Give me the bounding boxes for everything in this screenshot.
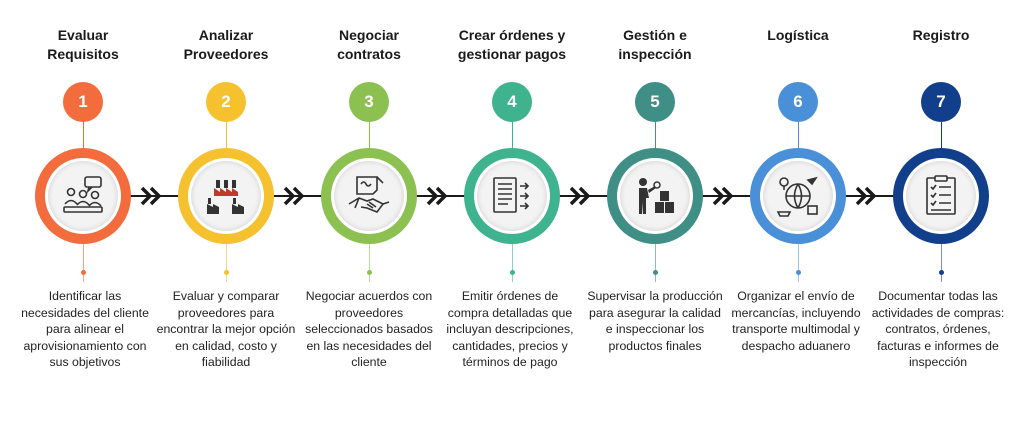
step-icon-ring [464, 148, 560, 244]
chevron-right-icon [855, 186, 877, 206]
step-icon-ring [607, 148, 703, 244]
step-number-badge: 3 [349, 82, 389, 122]
inspector-boxes-icon [639, 178, 674, 214]
chevron-right-icon [569, 186, 591, 206]
step-title: Gestión e inspección [618, 27, 692, 62]
step-icon-ring [321, 148, 417, 244]
step-title: Logística [767, 27, 829, 43]
step-description: Supervisar la producción para asegurar l… [587, 289, 723, 353]
chevron-right-icon [283, 186, 305, 206]
step-title: Registro [912, 27, 970, 43]
step-number-badge: 5 [635, 82, 675, 122]
step-description: Identificar las necesidades del cliente … [21, 289, 149, 369]
step-number-badge: 7 [921, 82, 961, 122]
step-description: Emitir órdenes de compra detalladas que … [446, 289, 574, 369]
step-title: Crear órdenes y gestionar pagos [457, 27, 567, 62]
step-title: Analizar Proveedores [183, 27, 269, 62]
step-icon-ring [35, 148, 131, 244]
factory-icon [207, 180, 244, 214]
step-description: Evaluar y comparar proveedores para enco… [156, 289, 296, 369]
step-description: Documentar todas las actividades de comp… [871, 289, 1005, 369]
globe-logistics-icon [776, 176, 818, 217]
step-description: Organizar el envío de mercancías, incluy… [731, 289, 861, 353]
chevron-right-icon [426, 186, 448, 206]
purchase-order-icon [493, 177, 530, 213]
step-title: Negociar contratos [337, 27, 401, 62]
chevron-right-icon [712, 186, 734, 206]
chevron-right-icon [140, 186, 162, 206]
step-number-badge: 2 [206, 82, 246, 122]
step-number-badge: 6 [778, 82, 818, 122]
handshake-contract-icon [348, 176, 390, 213]
step-description: Negociar acuerdos con proveedores selecc… [305, 289, 433, 369]
step-icon-ring [750, 148, 846, 244]
step-icon-ring [178, 148, 274, 244]
step-title: Evaluar Requisitos [47, 27, 119, 62]
meeting-icon [63, 176, 103, 213]
step-number-badge: 1 [63, 82, 103, 122]
step-icon-ring [893, 148, 989, 244]
step-number-badge: 4 [492, 82, 532, 122]
checklist-icon [926, 175, 956, 215]
